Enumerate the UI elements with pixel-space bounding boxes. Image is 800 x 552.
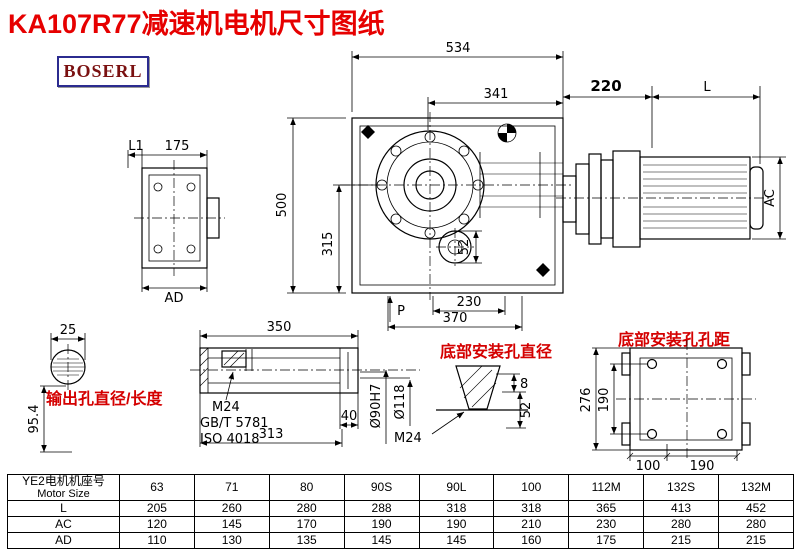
annotation-bottom-hole-diameter: 底部安装孔直径: [440, 342, 552, 361]
motor-size-table: YE2电机机座号 Motor Size 63 71 80 90S 90L 100…: [7, 474, 794, 549]
output-shaft-view: 350 40 313 M24 GB/T 5781 ISO 4018 Ø90H7 …: [46, 320, 420, 447]
dim-AC: AC: [763, 189, 778, 207]
dim-L1: L1: [128, 139, 144, 154]
dim-534: 534: [446, 41, 471, 56]
label-gb-standard: GB/T 5781: [200, 416, 269, 431]
table-cell: 280: [643, 516, 719, 533]
table-cell: 190: [418, 516, 495, 533]
datum-target-icon: [497, 123, 517, 143]
dim-220: 220: [590, 77, 621, 95]
shaft-section-view: 25 95.4: [27, 323, 86, 453]
dim-190-vertical: 190: [597, 388, 612, 413]
dim-313: 313: [259, 427, 284, 442]
bolt-marker-icon: [536, 263, 550, 277]
table-cell: 288: [343, 500, 420, 517]
table-header-cn: YE2电机机座号: [22, 474, 105, 488]
boserl-logo: BOSERL: [57, 56, 149, 87]
label-iso-standard: ISO 4018: [200, 432, 260, 447]
technical-drawing: 534 341 220 L 500 315 52 P: [27, 41, 786, 474]
table-col-header: 90S: [343, 474, 420, 501]
bottom-mounting-hole-detail: 底部安装孔直径 8 52 M24: [394, 342, 552, 446]
dim-315: 315: [321, 232, 336, 257]
table-col-header: 100: [493, 474, 570, 501]
table-cell: 145: [193, 516, 270, 533]
gearbox-front-view: [340, 112, 572, 300]
table-cell: 452: [718, 500, 794, 517]
table-cell: 413: [643, 500, 719, 517]
dim-52-hole: 52: [519, 402, 534, 419]
table-cell: 175: [568, 532, 645, 549]
gearbox-bottom-view: 底部安装孔孔距 276 190 10: [579, 330, 756, 474]
dim-341: 341: [484, 87, 509, 102]
table-cell: 160: [493, 532, 570, 549]
dim-8: 8: [520, 377, 528, 392]
dim-AD: AD: [165, 291, 184, 306]
dim-276: 276: [579, 388, 594, 413]
table-cell: 110: [119, 532, 195, 549]
dim-outer-d118: Ø118: [393, 384, 408, 419]
table-row-label: AC: [7, 516, 120, 533]
logo-text: BOSERL: [63, 61, 143, 81]
dim-500: 500: [275, 193, 290, 218]
table-cell: 280: [718, 516, 794, 533]
table-col-header: 63: [119, 474, 195, 501]
dim-bore-d90: Ø90H7: [369, 384, 384, 429]
table-header-motor-size: YE2电机机座号 Motor Size: [7, 474, 120, 501]
dim-25: 25: [60, 323, 77, 338]
dim-100: 100: [636, 459, 661, 474]
table-cell: 170: [268, 516, 345, 533]
table-cell: 190: [343, 516, 420, 533]
dim-190-horizontal: 190: [690, 459, 715, 474]
table-col-header: 112M: [568, 474, 645, 501]
table-cell: 260: [193, 500, 270, 517]
front-view-dimensions: 534 341 220 L 500 315 52 P: [275, 41, 786, 331]
table-cell: 205: [119, 500, 195, 517]
table-cell: 130: [193, 532, 270, 549]
table-cell: 145: [418, 532, 495, 549]
table-col-header: 132M: [718, 474, 794, 501]
label-p: P: [397, 304, 405, 319]
table-cell: 318: [493, 500, 570, 517]
table-cell: 318: [418, 500, 495, 517]
annotation-output-hole: 输出孔直径/长度: [46, 389, 163, 408]
table-row-label: L: [7, 500, 120, 517]
table-cell: 120: [119, 516, 195, 533]
dim-230: 230: [457, 295, 482, 310]
table-col-header: 90L: [418, 474, 495, 501]
table-cell: 365: [568, 500, 645, 517]
table-header-en: Motor Size: [37, 488, 90, 500]
table-cell: 210: [493, 516, 570, 533]
dim-350: 350: [267, 320, 292, 335]
dim-95-4: 95.4: [27, 405, 42, 434]
dim-52-front: 52: [457, 239, 472, 256]
page-title: KA107R77减速机电机尺寸图纸: [8, 9, 385, 39]
table-col-header: 71: [193, 474, 270, 501]
annotation-bottom-hole-pitch: 底部安装孔孔距: [618, 330, 730, 349]
label-m24-shaft: M24: [212, 400, 240, 415]
table-col-header: 80: [268, 474, 345, 501]
table-row-AC: AC 120 145 170 190 190 210 230 280 280: [7, 516, 794, 533]
dim-40: 40: [341, 409, 358, 424]
dim-370: 370: [443, 311, 468, 326]
table-cell: 215: [643, 532, 719, 549]
table-cell: 215: [718, 532, 794, 549]
table-row-AD: AD 110 130 135 145 145 160 175 215 215: [7, 532, 794, 549]
table-row-L: L 205 260 280 288 318 318 365 413 452: [7, 500, 794, 517]
table-header-row: YE2电机机座号 Motor Size 63 71 80 90S 90L 100…: [7, 474, 794, 501]
table-cell: 230: [568, 516, 645, 533]
table-cell: 280: [268, 500, 345, 517]
bolt-marker-icon: [361, 125, 375, 139]
output-flange-view: L1 175 AD: [127, 139, 225, 306]
table-cell: 135: [268, 532, 345, 549]
dim-175: 175: [165, 139, 190, 154]
label-m24-hole: M24: [394, 431, 422, 446]
table-row-label: AD: [7, 532, 120, 549]
dim-motor-length-L: L: [703, 80, 711, 95]
table-cell: 145: [343, 532, 420, 549]
motor-side-view: [556, 150, 772, 248]
table-col-header: 132S: [643, 474, 719, 501]
